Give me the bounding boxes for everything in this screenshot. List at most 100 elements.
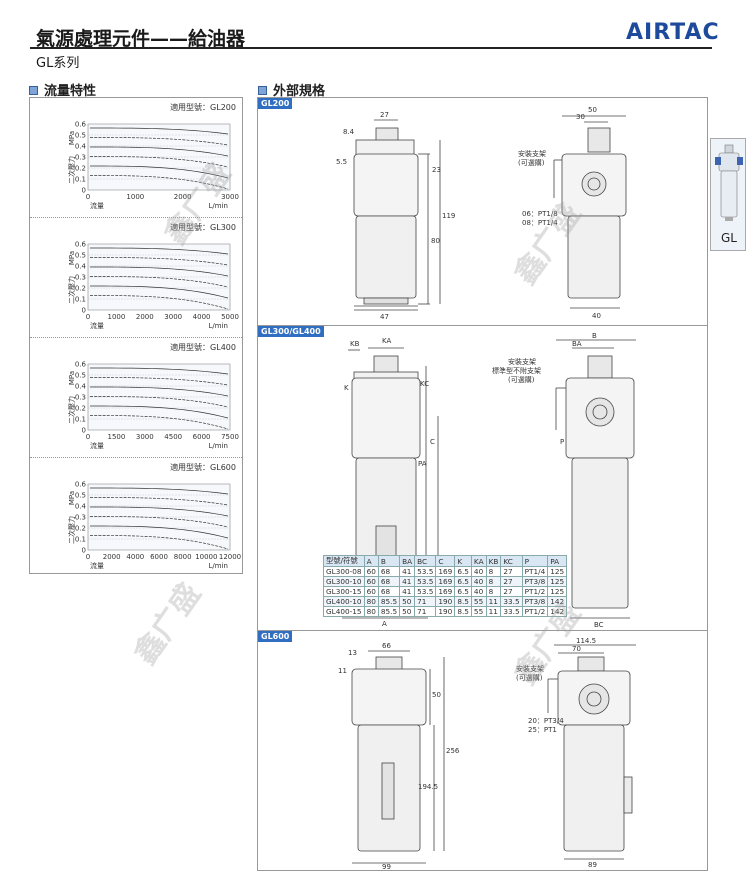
gl200-bracket-line1: 安裝支架 xyxy=(518,149,546,158)
y-tick-label: 0.5 xyxy=(75,252,86,260)
x-tick-label: 2000 xyxy=(136,313,154,321)
gl600-dim-bottom: 99 xyxy=(382,863,391,870)
y-tick-label: 0.3 xyxy=(75,514,86,522)
spec-cell: PT1/4 xyxy=(521,566,549,577)
header-divider xyxy=(30,47,712,49)
spec-cell: 8 xyxy=(485,566,502,577)
gl200-dim-h2: 119 xyxy=(442,212,455,220)
gl200-dim-mid: 5.5 xyxy=(336,158,347,166)
spec-cell: 68 xyxy=(377,576,401,587)
spec-cell: 85.5 xyxy=(377,606,401,617)
gl600-bracket-line2: (可選購) xyxy=(516,673,543,682)
gl600-bracket-line1: 安裝支架 xyxy=(516,664,544,673)
characteristic-curve xyxy=(89,535,229,550)
gl300-tag: GL300/GL400 xyxy=(258,326,324,337)
gl600-panel: GL600 66 13 11 50 256 194.5 99 xyxy=(258,631,707,871)
characteristic-curve xyxy=(89,247,229,255)
y-tick-label: 0 xyxy=(82,307,86,315)
x-tick-label: 6000 xyxy=(193,433,211,441)
x-tick-label: 4000 xyxy=(193,313,211,321)
gl200-port-1: 06：PT1/8 xyxy=(522,210,558,218)
x-tick-label: 1500 xyxy=(107,433,125,441)
x-tick-label: 7500 xyxy=(221,433,239,441)
spec-cell: 68 xyxy=(377,586,401,597)
bullet-square-icon xyxy=(29,86,38,95)
characteristic-curve xyxy=(89,487,229,495)
spec-cell: PA xyxy=(547,555,568,567)
y-tick-label: 0.1 xyxy=(75,536,86,544)
spec-cell: 80 xyxy=(363,596,379,607)
gl600-port-2: 25：PT1 xyxy=(528,726,557,734)
gl200-dim-r-bottom: 40 xyxy=(592,312,601,320)
characteristic-curve xyxy=(89,285,229,299)
gl300-label-c: C xyxy=(430,438,435,446)
spec-cell: 8 xyxy=(485,586,502,597)
x-axis-unit: L/min xyxy=(209,442,228,450)
gl-side-tab[interactable]: GL xyxy=(710,138,746,251)
gl200-dim-side: 8.4 xyxy=(343,128,355,136)
x-tick-label: 12000 xyxy=(219,553,241,561)
y-axis-unit: MPa xyxy=(68,491,76,505)
x-tick-label: 5000 xyxy=(221,313,239,321)
spec-cell: P xyxy=(521,555,549,567)
spec-cell: 33.5 xyxy=(500,596,523,607)
y-tick-label: 0.4 xyxy=(75,263,87,271)
y-axis-label: 二次壓力 xyxy=(67,276,76,304)
spec-cell: 27 xyxy=(500,566,523,577)
spec-cell: 53.5 xyxy=(414,586,437,597)
spec-cell: 169 xyxy=(435,566,456,577)
y-axis-unit: MPa xyxy=(68,251,76,265)
x-axis-unit: L/min xyxy=(209,202,228,210)
y-axis-label: 二次壓力 xyxy=(67,156,76,184)
airtac-logo: AIRTAC xyxy=(626,20,720,45)
spec-cell: 142 xyxy=(547,606,568,617)
lubricator-thumbnail-icon xyxy=(715,144,743,221)
spec-cell: 41 xyxy=(399,576,416,587)
gl600-dim-h2: 256 xyxy=(446,747,460,755)
spec-cell: 50 xyxy=(399,596,416,607)
y-tick-label: 0.5 xyxy=(75,492,86,500)
gl600-dim-h1: 50 xyxy=(432,691,441,699)
spec-cell: 71 xyxy=(414,596,437,607)
y-tick-label: 0.6 xyxy=(75,481,87,489)
characteristic-curve xyxy=(89,127,229,135)
spec-cell: PT3/8 xyxy=(521,576,549,587)
y-tick-label: 0.4 xyxy=(75,503,87,511)
spec-cell: 169 xyxy=(435,576,456,587)
gl200-dim-r-top: 50 xyxy=(588,106,597,114)
series-subtitle: GL系列 xyxy=(36,56,80,71)
y-tick-label: 0.6 xyxy=(75,241,87,249)
gl200-bracket-line2: (可選購) xyxy=(518,158,545,167)
y-tick-label: 0.1 xyxy=(75,176,86,184)
gl600-dim-side2: 11 xyxy=(338,667,347,675)
spec-cell: 41 xyxy=(399,586,416,597)
y-axis-label: 二次壓力 xyxy=(67,396,76,424)
characteristic-curve xyxy=(89,146,229,157)
spec-cell: 50 xyxy=(399,606,416,617)
spec-cell: GL300-08 xyxy=(323,566,365,577)
gl300-label-kc: KC xyxy=(420,380,429,388)
spec-cell: 40 xyxy=(470,586,487,597)
spec-cell: 71 xyxy=(414,606,437,617)
spec-cell: 125 xyxy=(547,566,568,577)
y-tick-label: 0 xyxy=(82,427,86,435)
flow-chart-model: 適用型號：GL200 xyxy=(170,102,236,112)
x-axis-label: 流量 xyxy=(90,201,104,210)
x-axis-unit: L/min xyxy=(209,322,228,330)
spec-cell: GL400-15 xyxy=(323,606,365,617)
dimension-section-label: 外部規格 xyxy=(273,84,326,99)
x-tick-label: 0 xyxy=(86,313,90,321)
spec-cell: 55 xyxy=(470,606,487,617)
y-tick-label: 0 xyxy=(82,187,86,195)
spec-cell: 27 xyxy=(500,576,523,587)
spec-cell: 6.5 xyxy=(454,586,472,597)
characteristic-curve xyxy=(89,367,229,375)
y-tick-label: 0.6 xyxy=(75,121,87,129)
characteristic-curve xyxy=(89,525,229,539)
